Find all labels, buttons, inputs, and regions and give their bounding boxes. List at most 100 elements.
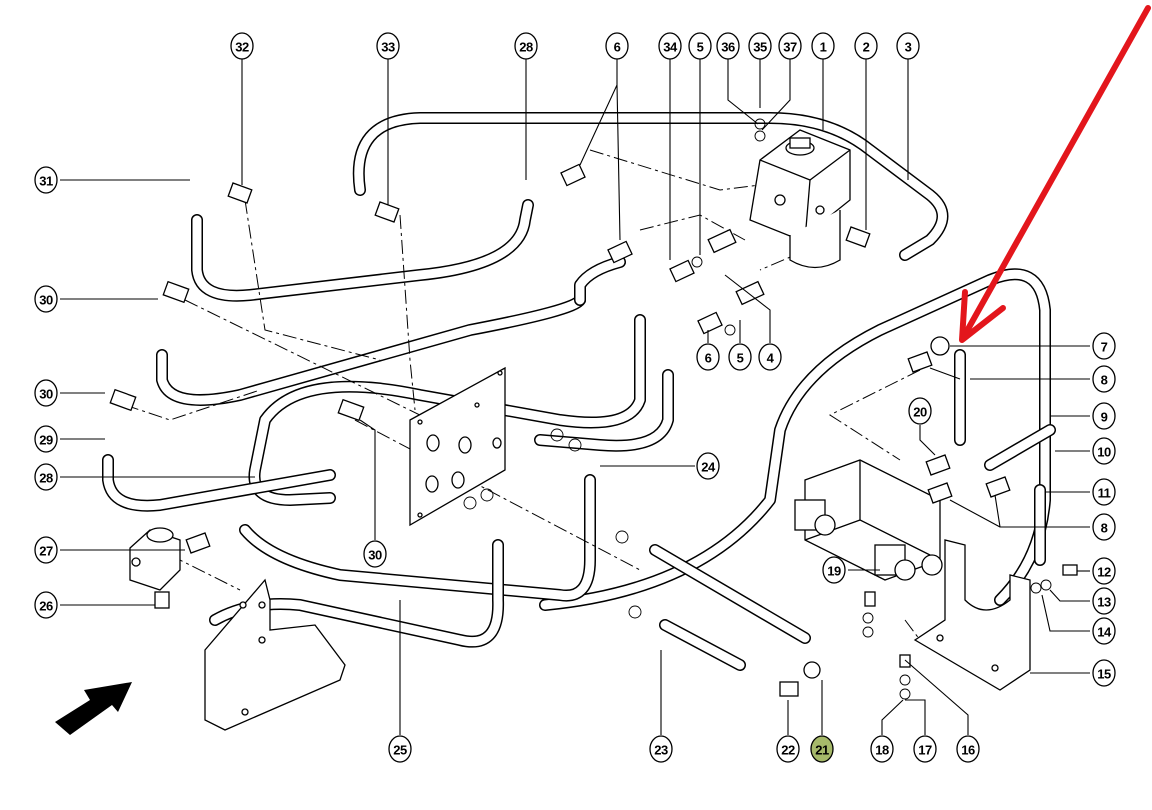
callout-circle: [605, 32, 629, 60]
callout-13: 13: [1092, 587, 1116, 615]
callout-circle: [696, 452, 720, 480]
callout-circle: [34, 463, 58, 491]
callout-23: 23: [649, 735, 673, 763]
callout-17: 17: [913, 735, 937, 763]
callout-circle: [748, 32, 772, 60]
callout-circle: [34, 536, 58, 564]
callout-number: 19: [827, 564, 841, 579]
callout-number: 8: [1101, 521, 1108, 536]
callout-16: 16: [956, 735, 980, 763]
callout-number: 21: [815, 743, 829, 758]
callout-24: 24: [696, 452, 720, 480]
callout-circle: [1092, 402, 1116, 430]
callout-6: 6: [696, 343, 720, 371]
callout-32: 32: [230, 32, 254, 60]
callout-number: 23: [654, 743, 668, 758]
callout-circle: [1092, 478, 1116, 506]
callout-number: 11: [1098, 486, 1111, 501]
callout-circle: [34, 425, 58, 453]
callout-circle: [776, 735, 800, 763]
callout-3: 3: [896, 32, 920, 60]
callout-circle: [34, 285, 58, 313]
callout-2: 2: [854, 32, 878, 60]
callout-number: 35: [753, 40, 767, 55]
callout-30: 30: [34, 379, 58, 407]
callout-circle: [34, 379, 58, 407]
callout-circle: [1092, 513, 1116, 541]
callout-number: 9: [1101, 410, 1108, 425]
callout-20: 20: [908, 397, 932, 425]
callout-7: 7: [1092, 332, 1116, 360]
callout-number: 3: [905, 40, 912, 55]
fittings: [109, 118, 1078, 700]
callout-circle: [758, 343, 782, 371]
callout-number: 5: [737, 351, 744, 366]
callout-5: 5: [688, 32, 712, 60]
callout-number: 18: [875, 743, 889, 758]
callout-number: 6: [705, 351, 712, 366]
callout-circle: [696, 343, 720, 371]
callout-number: 10: [1097, 445, 1111, 460]
callout-number: 16: [961, 743, 975, 758]
callout-circle: [728, 343, 752, 371]
callout-number: 28: [519, 40, 533, 55]
callout-number: 22: [781, 743, 795, 758]
callout-circle: [913, 735, 937, 763]
mounting-plate: [409, 366, 506, 527]
callout-8: 8: [1092, 365, 1116, 393]
callout-number: 15: [1097, 667, 1111, 682]
callout-number: 1: [820, 40, 827, 55]
callout-circle: [688, 32, 712, 60]
callout-number: 6: [614, 40, 621, 55]
callout-number: 31: [39, 174, 53, 189]
callout-1: 1: [811, 32, 835, 60]
callout-number: 24: [701, 460, 716, 475]
callout-circle: [716, 32, 740, 60]
callout-5: 5: [728, 343, 752, 371]
callout-number: 37: [783, 40, 797, 55]
annotation-arrow: [959, 5, 1151, 343]
callout-19: 19: [822, 556, 846, 584]
callout-21: 21: [810, 735, 834, 763]
orbitrol-valve: [749, 129, 851, 269]
callout-9: 9: [1092, 402, 1116, 430]
callout-number: 4: [767, 351, 775, 366]
callout-31: 31: [34, 166, 58, 194]
callout-33: 33: [376, 32, 400, 60]
callout-number: 20: [913, 405, 927, 420]
direction-arrow: [55, 682, 132, 735]
callout-25: 25: [388, 735, 412, 763]
callout-circle: [388, 735, 412, 763]
callout-14: 14: [1092, 617, 1116, 645]
callout-30: 30: [363, 540, 387, 568]
callout-circle: [822, 556, 846, 584]
callout-number: 2: [863, 40, 870, 55]
callout-circle: [649, 735, 673, 763]
callout-circle: [658, 32, 682, 60]
callout-circle: [1092, 557, 1116, 585]
callout-number: 25: [393, 743, 407, 758]
callout-circle: [870, 735, 894, 763]
callout-circle: [854, 32, 878, 60]
callout-number: 30: [39, 387, 53, 402]
callout-37: 37: [778, 32, 802, 60]
callout-8: 8: [1092, 513, 1116, 541]
callout-30: 30: [34, 285, 58, 313]
callout-11: 11: [1092, 478, 1116, 506]
callout-circle: [34, 591, 58, 619]
callout-27: 27: [34, 536, 58, 564]
callout-circle: [363, 540, 387, 568]
callout-circle: [230, 32, 254, 60]
callout-number: 29: [39, 433, 53, 448]
callout-number: 32: [235, 40, 249, 55]
callout-number: 5: [697, 40, 704, 55]
callout-6: 6: [605, 32, 629, 60]
callout-12: 12: [1092, 557, 1116, 585]
callout-circle: [810, 735, 834, 763]
callout-number: 27: [39, 544, 53, 559]
callout-28: 28: [34, 463, 58, 491]
callout-35: 35: [748, 32, 772, 60]
callout-29: 29: [34, 425, 58, 453]
